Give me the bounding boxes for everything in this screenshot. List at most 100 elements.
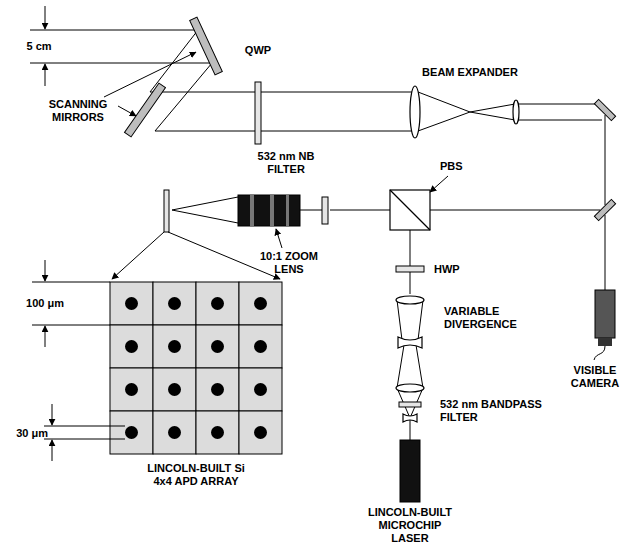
beam-path-part: [605, 115, 606, 205]
part-label: 10:1 ZOOM LENS: [258, 250, 320, 276]
apd-array-part: [239, 368, 282, 411]
zoom-lens-part: [250, 195, 254, 226]
apd-array-part: [168, 340, 181, 353]
beam-path-part: [397, 300, 402, 340]
visible-camera-part: [598, 338, 612, 346]
beam-path-part: [172, 197, 238, 210]
detector-plate-part: [164, 190, 169, 232]
beam-path-part: [150, 30, 198, 92]
apd-array-part: [110, 411, 153, 454]
part-label: VARIABLE DIVERGENCE: [444, 305, 536, 331]
divergence-lens-part: [396, 296, 424, 304]
part-label: PBS: [440, 160, 480, 173]
beam-path-part: [155, 131, 412, 132]
apd-array-part: [254, 426, 267, 439]
part-label: 532 nm NB FILTER: [250, 150, 322, 176]
apd-array-part: [254, 297, 267, 310]
apd-array-part: [196, 368, 239, 411]
zoom-lens-part: [238, 195, 300, 226]
bandpass-filter: [399, 402, 421, 407]
apd-array-part: [153, 282, 196, 325]
beam-path-part: [418, 300, 423, 340]
apd-array-part: [211, 297, 224, 310]
beam-path-part: [470, 112, 515, 120]
qwp-plate: [255, 82, 261, 144]
beam-path-part: [605, 215, 606, 290]
apd-array-part: [125, 383, 138, 396]
leader-line-part: [112, 232, 164, 279]
fold-mirror-part: [594, 99, 615, 120]
dimension-30um-part: [44, 426, 125, 427]
pbs-cube-part: [390, 190, 430, 230]
beam-path-part: [150, 92, 412, 93]
apd-array-part: [168, 426, 181, 439]
fold-mirror-part: [594, 199, 615, 220]
divergence-lens-part: [398, 337, 422, 348]
part-label: VISIBLE CAMERA: [562, 364, 628, 390]
nb-filter-part: [322, 197, 328, 224]
detector-plate: [164, 190, 169, 232]
part-label: QWP: [232, 44, 284, 57]
apd-array-part: [168, 383, 181, 396]
bandpass-filter-part: [399, 402, 421, 407]
leader-line: [104, 52, 448, 279]
visible-camera-part: [595, 290, 615, 338]
scanning-mirror-part: [125, 83, 166, 137]
dimension-5cm-part: [45, 6, 46, 29]
pbs-cube-part: [390, 190, 430, 230]
apd-array-part: [125, 297, 138, 310]
beam-path-part: [518, 104, 600, 105]
beam-path-part: [416, 345, 423, 388]
dimension-30um: [44, 404, 125, 461]
leader-line-part: [104, 52, 196, 97]
beam-path-part: [300, 210, 322, 211]
beam-expander-lens-part: [513, 100, 519, 124]
apd-array-part: [211, 340, 224, 353]
apd-array-part: [153, 368, 196, 411]
part-label: 532 nm BANDPASS FILTER: [440, 398, 552, 424]
apd-array-part: [153, 411, 196, 454]
apd-array-part: [196, 411, 239, 454]
leader-line-part: [430, 176, 448, 192]
beam-path-part: [518, 120, 602, 121]
apd-array-part: [153, 325, 196, 368]
divergence-lens-part: [396, 384, 424, 392]
microchip-laser-part: [400, 440, 420, 502]
zoom-lens: [238, 195, 300, 226]
beam-path-part: [430, 210, 600, 211]
apd-array-part: [254, 340, 267, 353]
dimension-5cm: [30, 6, 212, 86]
divergence-lens: [396, 296, 424, 422]
dimension-100um-part: [32, 325, 110, 326]
beam-path-part: [172, 210, 238, 223]
beam-path-part: [155, 63, 212, 131]
divergence-lens-part: [403, 414, 417, 422]
zoom-lens-part: [286, 195, 289, 226]
apd-array-part: [196, 325, 239, 368]
beam-expander-lens-part: [410, 86, 420, 138]
dimension-100um-part: [45, 260, 46, 281]
part-label: HWP: [434, 263, 474, 276]
dimension-label: 30 μm: [4, 427, 48, 440]
dimension-100um-part: [32, 282, 110, 283]
apd-array-part: [168, 297, 181, 310]
apd-array-part: [239, 411, 282, 454]
hwp-plate: [396, 266, 424, 272]
apd-array-part: [110, 368, 153, 411]
beam-path-part: [418, 92, 470, 112]
beam-path: [150, 30, 605, 440]
dimension-5cm-part: [30, 63, 212, 64]
apd-array-part: [211, 383, 224, 396]
dimension-30um-part: [44, 439, 125, 440]
dimension-100um-part: [45, 326, 46, 347]
qwp-plate-part: [255, 82, 261, 144]
fold-mirror: [594, 99, 615, 220]
microchip-laser: [400, 440, 420, 502]
part-label: LINCOLN-BUILT MICROCHIP LASER: [362, 506, 458, 545]
dimension-30um-part: [52, 404, 53, 425]
part-label: BEAM EXPANDER: [400, 66, 540, 79]
dimension-30um-part: [52, 440, 53, 461]
dimension-label: 100 μm: [14, 297, 76, 310]
hwp-plate-part: [396, 266, 424, 272]
